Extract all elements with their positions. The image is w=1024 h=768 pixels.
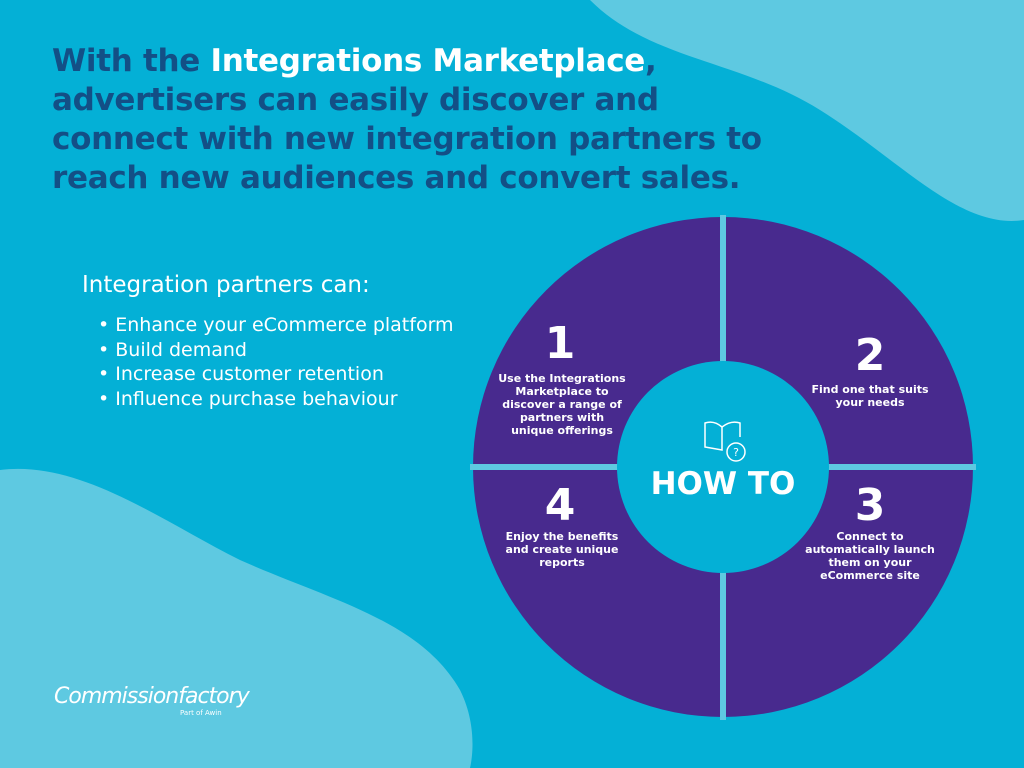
step-2-number: 2 <box>854 330 886 381</box>
step-4-text: Enjoy the benefits and create unique rep… <box>505 530 619 569</box>
partners-title: Integration partners can: <box>82 272 370 298</box>
step-3-number: 3 <box>854 480 886 531</box>
list-item: Enhance your eCommerce platform <box>98 313 453 338</box>
wheel-center <box>617 361 829 573</box>
how-to-label: HOW TO <box>650 466 796 502</box>
partners-list: Enhance your eCommerce platform Build de… <box>98 313 454 412</box>
headline: With the Integrations Marketplace, adver… <box>52 43 762 196</box>
svg-text:?: ? <box>733 446 739 459</box>
step-1-number: 1 <box>544 318 576 369</box>
how-to-wheel <box>470 215 976 720</box>
step-4-number: 4 <box>544 480 576 531</box>
step-2-text: Find one that suits your needs <box>811 383 929 409</box>
list-item: Increase customer retention <box>98 362 454 387</box>
step-3-text: Connect to automatically launch them on … <box>805 530 935 582</box>
book-question-icon <box>704 421 746 462</box>
logo-tagline: Part of Awin <box>180 709 222 717</box>
list-item: Build demand <box>98 338 454 363</box>
list-item: Influence purchase behaviour <box>98 387 454 412</box>
logo: Commissionfactory <box>54 684 250 709</box>
step-1-text: Use the Integrations Marketplace to disc… <box>498 372 626 437</box>
